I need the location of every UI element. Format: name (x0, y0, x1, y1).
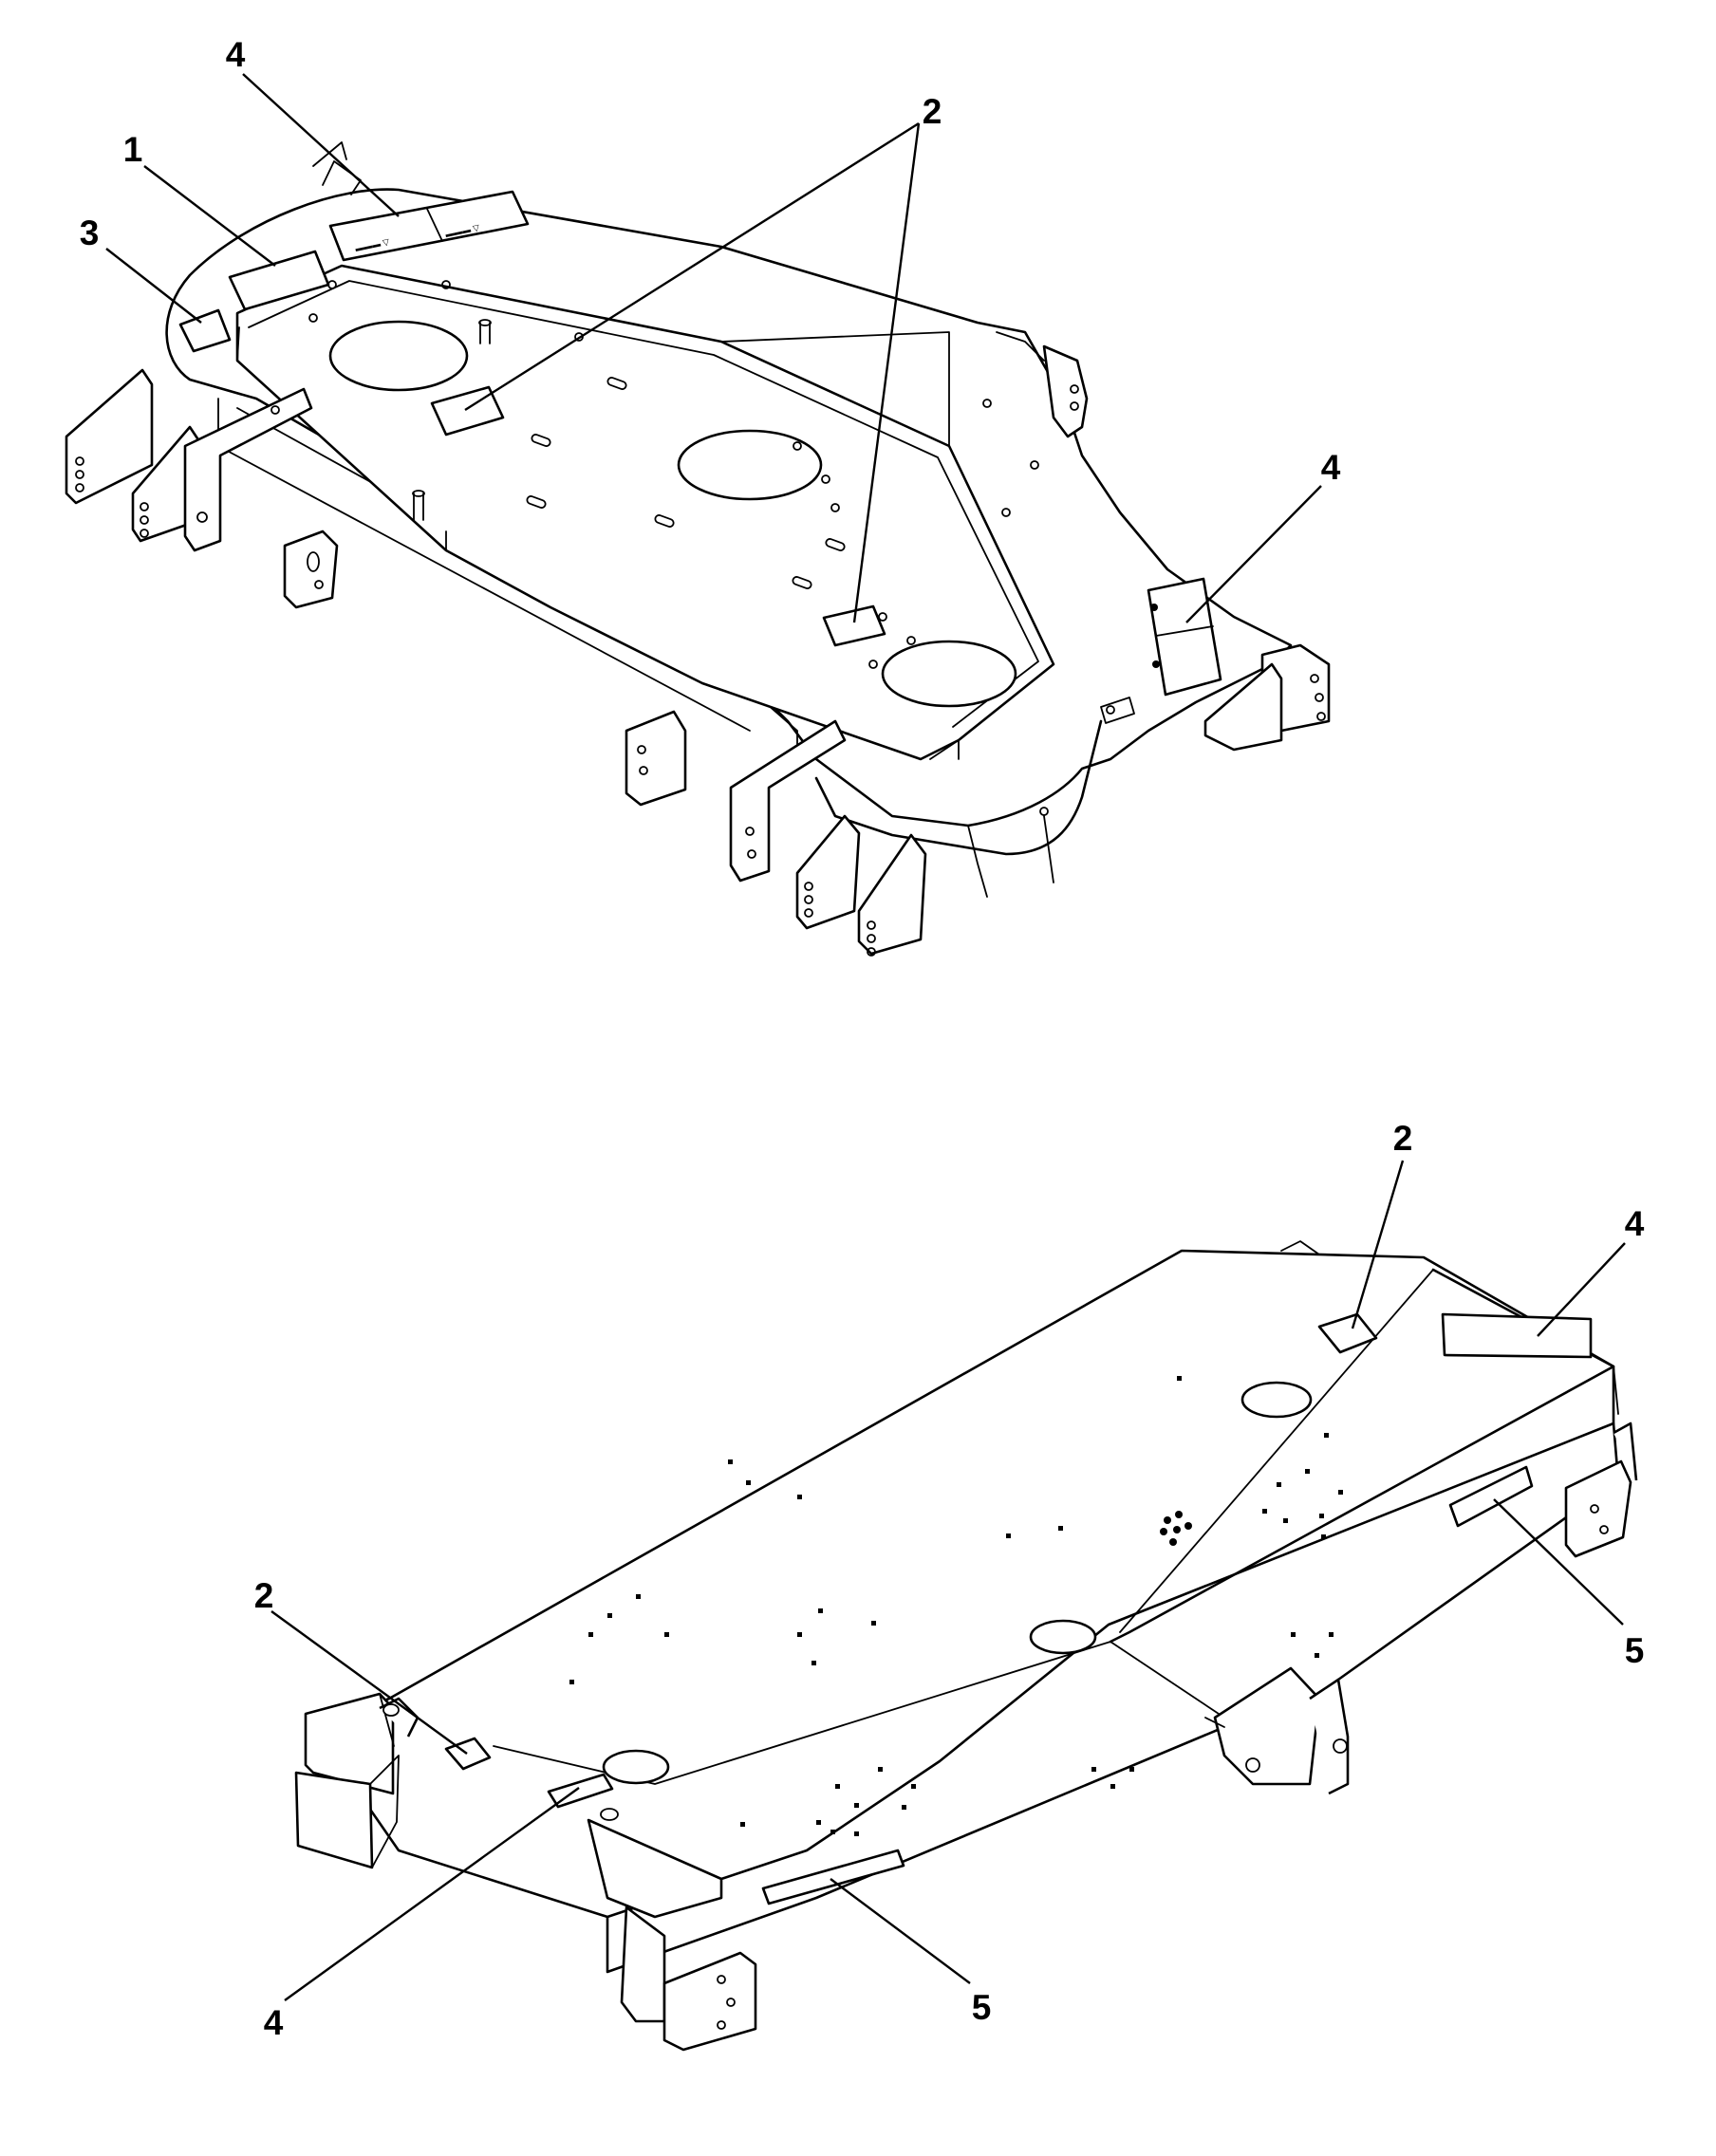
decal-2-top-a (430, 385, 505, 437)
decal-4-bottom-right (1441, 1312, 1593, 1359)
callout-4-bottom-left: 4 (264, 2003, 284, 2042)
callout-2-bottom-left: 2 (254, 1576, 274, 1615)
callout-4-top-right: 4 (1321, 448, 1341, 487)
bottom-left-brackets (294, 1692, 757, 2052)
callout-5-bottom-right: 5 (1625, 1631, 1645, 1670)
deck-top-view: ▬▬▬ ▽ ▬▬▬ ▽ (65, 141, 1331, 957)
bottom-right-brackets (1204, 1240, 1638, 1795)
top-callouts: 4 1 3 2 4 (80, 35, 1341, 487)
decal-4-top-left: ▬▬▬ ▽ ▬▬▬ ▽ (328, 190, 530, 262)
decal-2-bottom-right (1317, 1312, 1378, 1354)
callout-4-top-left: 4 (226, 35, 246, 74)
callout-5-bottom-left: 5 (972, 1988, 992, 2027)
deck-bottom-view (294, 1240, 1638, 2052)
callout-1-top: 1 (123, 130, 143, 169)
decal-3-top (178, 308, 232, 353)
callout-3-top: 3 (80, 214, 100, 252)
decal-1-top (228, 250, 330, 311)
callout-2-top: 2 (923, 92, 942, 131)
callout-4-bottom-right: 4 (1625, 1204, 1645, 1243)
left-mount-brackets (65, 368, 339, 609)
top-leader-lines (105, 73, 1322, 623)
bottom-callouts: 2 4 5 2 4 5 (254, 1119, 1645, 2042)
bottom-leader-lines (270, 1160, 1626, 2001)
decal-4-top-right (1147, 577, 1222, 697)
decal-5-bottom-right (1448, 1465, 1534, 1528)
front-mount-brackets (625, 710, 927, 957)
decal-5-bottom-left (761, 1849, 905, 1905)
right-mount-brackets (1042, 344, 1331, 752)
callout-2-bottom-right: 2 (1393, 1119, 1413, 1158)
bottom-holes (569, 1376, 1343, 1836)
